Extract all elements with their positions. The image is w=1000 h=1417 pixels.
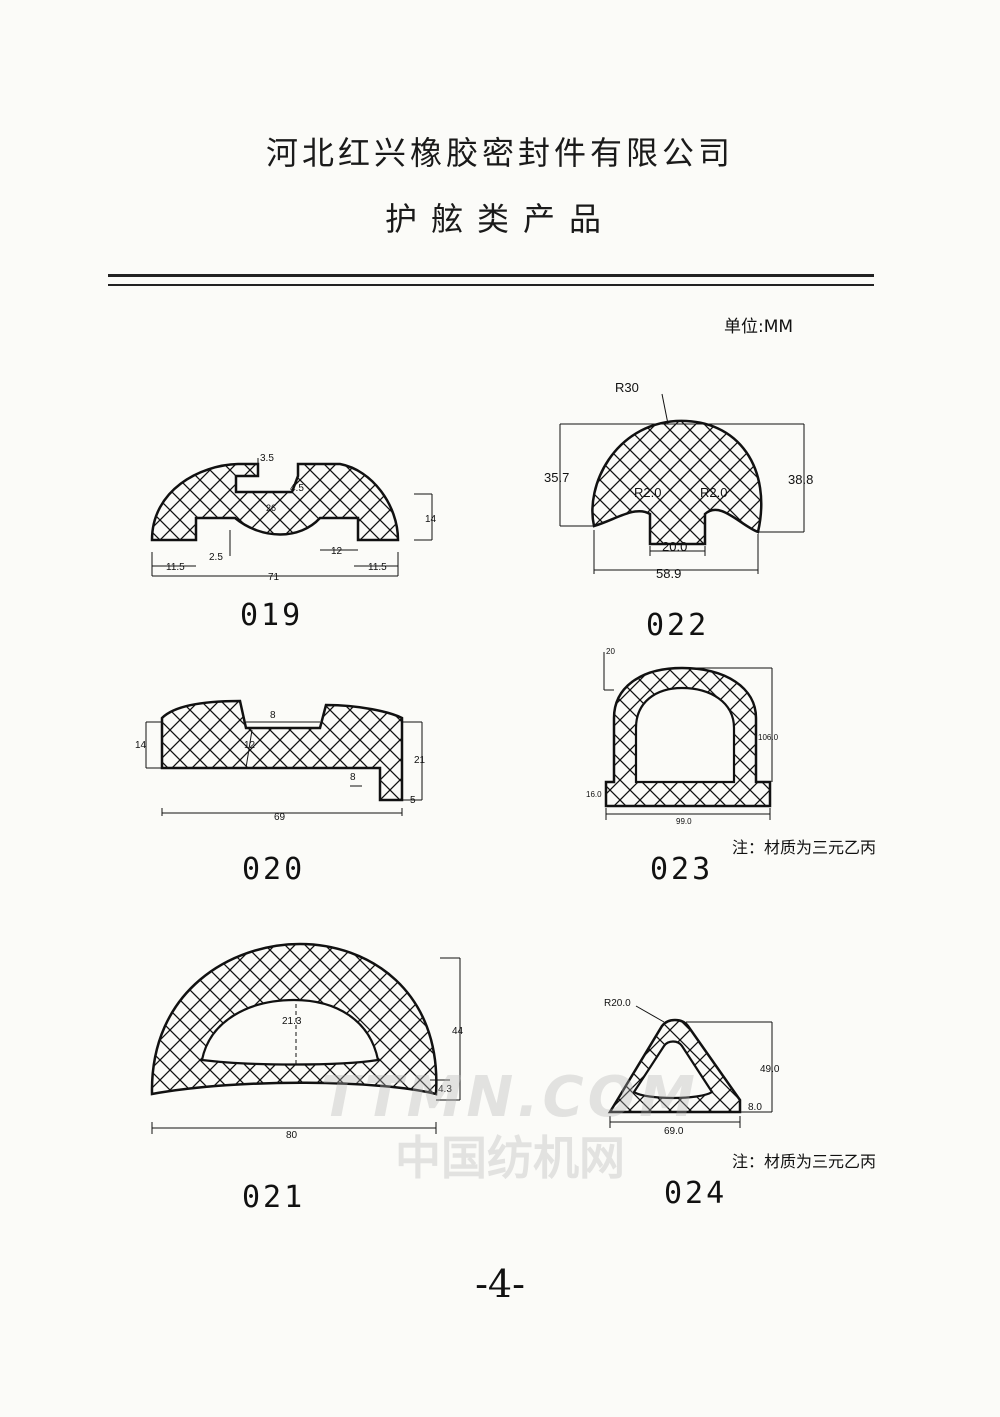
dim-024-1: 49.0 [760,1064,780,1075]
product-code-021: 021 [242,1180,306,1215]
dim-021-3: 80 [286,1130,298,1141]
dim-022-0: R30 [615,380,639,395]
dim-020-6: 69 [274,812,286,823]
profile-020-shape [160,699,404,802]
dim-022-6: 58.9 [656,566,681,581]
dim-023-2: 16.0 [586,790,602,799]
dim-019-3: 14 [425,514,437,525]
dim-019-6: 11.5 [166,562,185,573]
profile-022-shape [591,419,763,546]
company-name: 河北红兴橡胶密封件有限公司 [265,134,734,172]
dim-019-8: 11.5 [368,562,387,573]
dim-019-2: 26 [266,503,276,513]
profile-023-drawing: 20 106.0 16.0 99.0 [586,647,779,826]
unit-label: 单位:MM [724,317,794,337]
dim-021-1: 21.3 [282,1016,302,1027]
dim-020-3: 21 [414,755,426,766]
header-rule-bottom [108,284,874,286]
profile-021-drawing: 21.3 44 4.3 80 [150,942,464,1141]
product-code-024: 024 [664,1176,728,1211]
product-code-022: 022 [646,608,710,643]
material-note-023: 注：材质为三元乙丙 [732,838,877,857]
dim-021-2: 4.3 [438,1084,452,1095]
page-number: -4- [475,1262,525,1306]
dim-020-2: 14 [135,740,147,751]
dim-022-3: R2.0 [634,485,661,500]
dim-022-2: 38.8 [788,472,813,487]
dim-022-5: 20.0 [662,539,687,554]
product-code-019: 019 [240,598,304,633]
dim-024-0: R20.0 [604,998,631,1009]
dim-020-4: 8 [350,772,356,783]
dim-023-0: 20 [606,647,615,656]
product-code-020: 020 [242,852,306,887]
dim-022-1: 35.7 [544,470,569,485]
category-title: 护舷类产品 [384,200,615,238]
header-rule-top [108,274,874,277]
profile-020-drawing: 8 12 14 21 8 5 69 [135,699,426,823]
profile-024-cavity [632,1040,714,1100]
dim-019-7: 71 [268,572,280,583]
dim-023-1: 106.0 [758,733,779,742]
profile-019-shape [150,462,400,542]
dim-019-5: 12 [331,546,343,557]
profile-023-cavity [634,686,736,784]
product-code-023: 023 [650,852,714,887]
dim-019-1: 4.5 [290,483,304,494]
dim-019-0: 3.5 [260,453,274,464]
profile-022-drawing: R30 35.7 38.8 R2.0 R2.0 20.0 58.9 [544,380,813,581]
dim-023-3: 99.0 [676,817,692,826]
material-note-024: 注：材质为三元乙丙 [732,1152,877,1171]
dim-021-0: 44 [452,1026,464,1037]
dim-022-4: R2.0 [700,485,727,500]
dim-024-2: 8.0 [748,1102,762,1113]
dim-024-3: 69.0 [664,1126,684,1137]
dim-020-1: 12 [244,740,256,751]
dim-019-4: 2.5 [209,552,223,563]
profile-024-drawing: R20.0 49.0 8.0 69.0 [604,998,780,1137]
profile-021-cavity [200,998,380,1066]
profile-019-drawing: 3.5 4.5 26 14 2.5 12 11.5 71 11.5 [150,453,437,583]
dim-020-5: 5 [410,795,416,806]
dim-020-0: 8 [270,710,276,721]
